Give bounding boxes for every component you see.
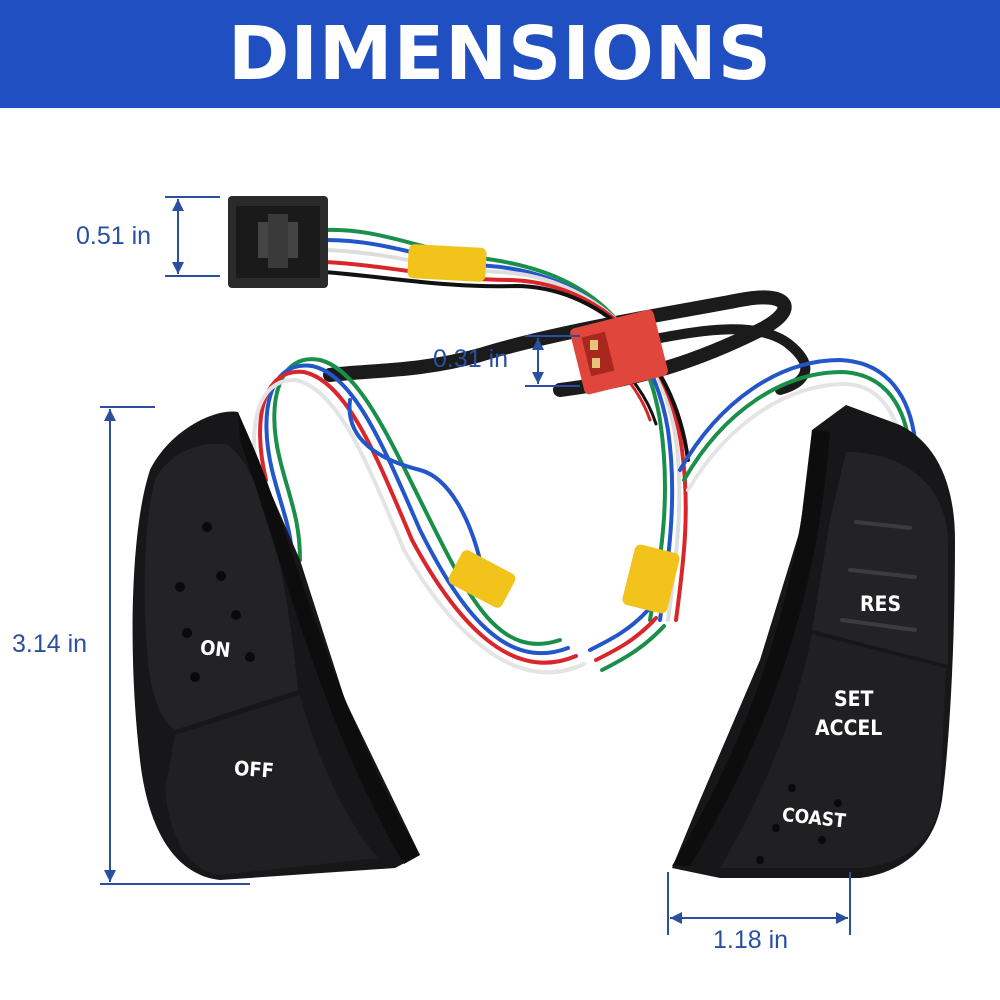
small-red-connector <box>570 309 668 395</box>
res-label: RES <box>860 592 901 616</box>
dimension-label-switch-height: 3.14 in <box>12 630 88 658</box>
off-label: OFF <box>233 756 274 783</box>
set-label: SET <box>834 687 874 711</box>
dimension-label-connector-large: 0.51 in <box>76 222 152 250</box>
dimension-label-switch-width: 1.18 in <box>713 926 789 954</box>
dimension-lines <box>100 196 851 935</box>
left-switch: ON OFF <box>132 411 420 880</box>
tape-sleeves <box>407 244 680 614</box>
accel-label: ACCEL <box>815 716 882 740</box>
banner-title: DIMENSIONS <box>227 11 773 97</box>
on-label: ON <box>199 635 232 662</box>
right-switch: RES SET ACCEL COAST <box>672 405 955 878</box>
dimension-label-connector-small: 0.31 in <box>433 345 509 373</box>
title-banner: DIMENSIONS <box>0 0 1000 108</box>
large-connector <box>228 196 328 288</box>
